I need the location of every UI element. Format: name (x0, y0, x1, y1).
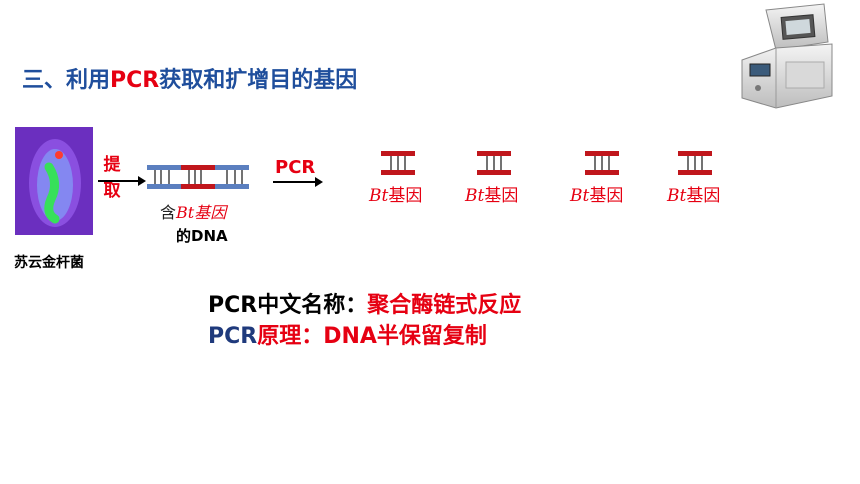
pcr-name-line: PCR中文名称：聚合酶链式反应 (208, 287, 521, 319)
gene-text: 基因 (484, 186, 519, 206)
pcr-principle-prefix: PCR (208, 324, 258, 349)
page-title: 三、利用PCR获取和扩增目的基因 (22, 62, 357, 94)
extract-arrow-icon (98, 176, 146, 186)
gene-fragment-icon (678, 151, 712, 175)
pcr-name-value: 聚合酶链式反应 (367, 293, 522, 318)
gene-label: Bt基因 (465, 181, 518, 206)
bacterium-image (15, 127, 93, 235)
pcr-principle-value: DNA半保留复制 (323, 324, 487, 349)
gene-fragment-icon (585, 151, 619, 175)
gene-label: Bt基因 (667, 181, 720, 206)
title-highlight: PCR (110, 68, 160, 93)
extract-label: 提取 (103, 155, 121, 201)
pcr-principle-line: PCR原理：DNA半保留复制 (208, 318, 487, 350)
pcr-arrow-icon (273, 177, 323, 187)
gene-italic: Bt (465, 186, 485, 206)
gene-italic: Bt (570, 186, 590, 206)
dna-gene-name: Bt (176, 203, 195, 222)
pcr-machine-image (741, 3, 833, 109)
pcr-name-label: PCR中文名称： (208, 293, 368, 318)
gene-fragment-icon (477, 151, 511, 175)
dna-caption: 含Bt基因 (160, 199, 226, 223)
dna-gene-suffix: 基因 (194, 203, 227, 222)
dna-contains: 含 (160, 203, 177, 222)
gene-text: 基因 (686, 186, 721, 206)
title-prefix: 三、利用 (22, 68, 111, 93)
gene-italic: Bt (667, 186, 687, 206)
gene-text: 基因 (589, 186, 624, 206)
gene-label: Bt基因 (570, 181, 623, 206)
dna-of-label: 的DNA (176, 227, 228, 245)
title-suffix: 获取和扩增目的基因 (159, 68, 358, 93)
pcr-arrow-label: PCR (275, 157, 316, 178)
gene-italic: Bt (369, 186, 389, 206)
bacteria-label: 苏云金杆菌 (14, 255, 84, 271)
gene-fragment-icon (381, 151, 415, 175)
pcr-principle-label: 原理： (257, 324, 324, 349)
gene-label: Bt基因 (369, 181, 422, 206)
gene-text: 基因 (388, 186, 423, 206)
dna-double-strand (147, 165, 249, 189)
